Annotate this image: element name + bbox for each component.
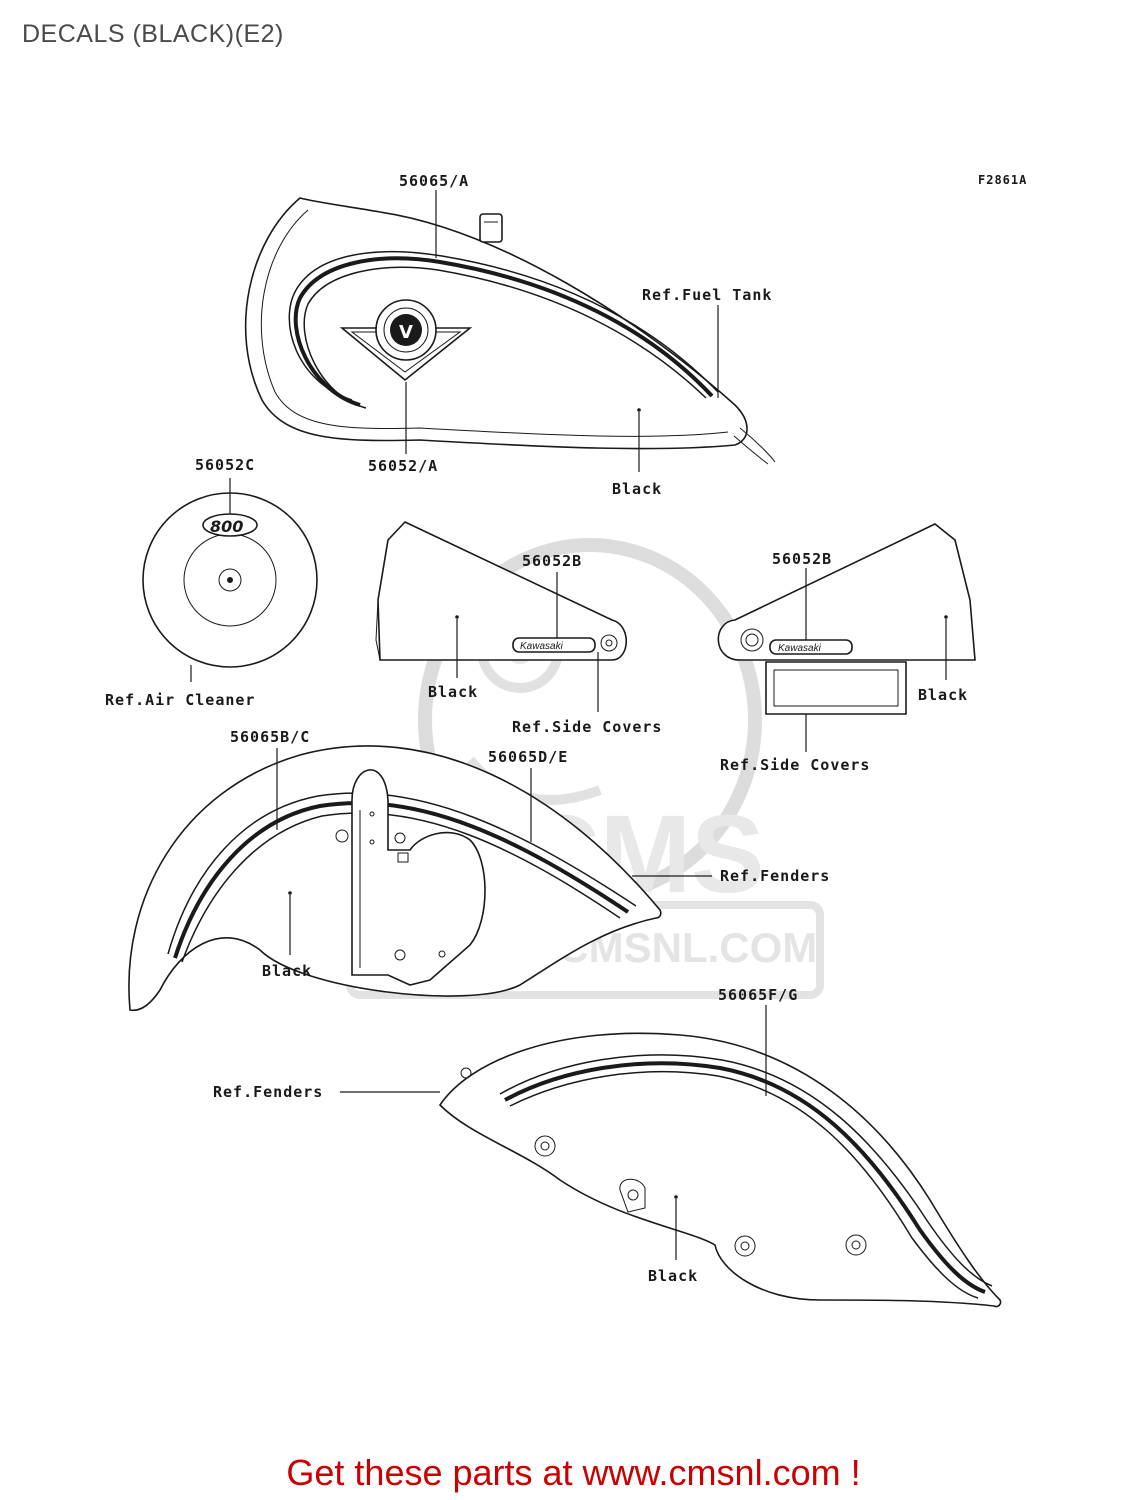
label-black-right-cover: Black <box>918 686 968 704</box>
label-ref-side-covers-right: Ref.Side Covers <box>720 756 870 774</box>
label-56052B-left: 56052B <box>522 552 582 570</box>
rear-fender <box>438 1032 1002 1308</box>
label-56065DE: 56065D/E <box>488 748 568 766</box>
label-black-left-cover: Black <box>428 683 478 701</box>
label-ref-fenders-front: Ref.Fenders <box>720 867 830 885</box>
label-56065FG: 56065F/G <box>718 986 798 1004</box>
label-ref-air-cleaner: Ref.Air Cleaner <box>105 691 255 709</box>
label-56065A: 56065/A <box>399 172 469 190</box>
figure-code: F2861A <box>978 173 1027 187</box>
label-black-tank: Black <box>612 480 662 498</box>
fuel-tank: V <box>244 197 776 465</box>
side-cover-left: Kawasaki <box>375 521 627 661</box>
label-black-rear-fender: Black <box>648 1267 698 1285</box>
tank-emblem: V <box>339 299 473 382</box>
footer-promo-link[interactable]: Get these parts at www.cmsnl.com ! <box>286 1452 861 1493</box>
svg-text:V: V <box>399 322 413 343</box>
air-cleaner-cover: 800 <box>142 492 318 668</box>
decals-diagram: CMS WWW.CMSNL.COM V 56065/A F2861A Ref.F… <box>105 172 1027 1308</box>
label-ref-fuel-tank: Ref.Fuel Tank <box>642 286 772 304</box>
label-56052B-right: 56052B <box>772 550 832 568</box>
air-cleaner-badge: 800 <box>210 517 243 536</box>
label-ref-fenders-rear: Ref.Fenders <box>213 1083 323 1101</box>
label-56065BC: 56065B/C <box>230 728 310 746</box>
label-56052A: 56052/A <box>368 457 438 475</box>
side-cover-right: Kawasaki <box>717 523 976 715</box>
label-ref-side-covers-left: Ref.Side Covers <box>512 718 662 736</box>
label-black-front-fender: Black <box>262 962 312 980</box>
side-cover-left-badge: Kawasaki <box>520 641 564 652</box>
label-56052C: 56052C <box>195 456 255 474</box>
front-fender <box>128 745 662 1012</box>
page-title: DECALS (BLACK)(E2) <box>22 20 284 48</box>
side-cover-right-badge: Kawasaki <box>778 643 822 654</box>
